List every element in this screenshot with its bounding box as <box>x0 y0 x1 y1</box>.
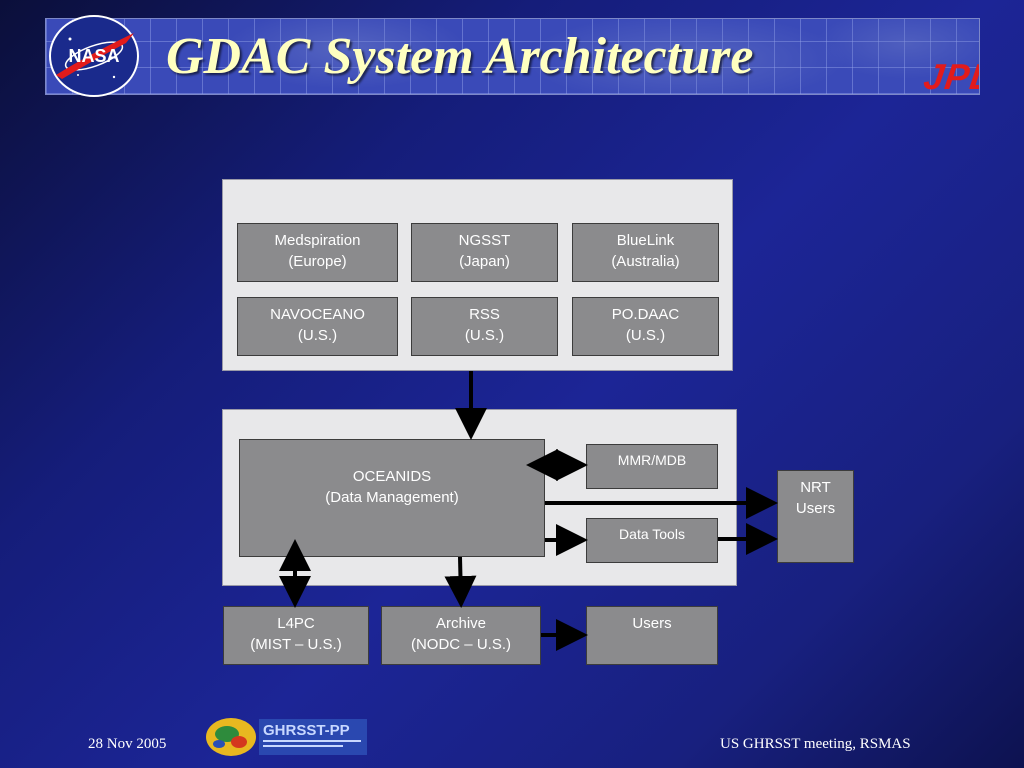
users-label: Users <box>632 615 672 632</box>
archive-subtitle: (NODC – U.S.) <box>410 636 511 653</box>
l4pc-subtitle: (MIST – U.S.) <box>250 636 342 653</box>
nasa-logo-text: NASA <box>68 46 119 66</box>
nrt-users-line1: NRT <box>800 479 831 496</box>
ghrsst-logo-text: GHRSST-PP <box>263 722 350 739</box>
l4pc-title: L4PC <box>277 615 315 632</box>
source-bluelink-name: BlueLink <box>616 232 675 249</box>
source-ngsst-name: NGSST <box>458 232 511 249</box>
oceanids-title: OCEANIDS <box>352 468 432 485</box>
nasa-logo-icon: NASA <box>49 15 139 97</box>
nrt-users-line2: Users <box>795 500 836 517</box>
oceanids-box: OCEANIDS (Data Management) <box>239 439 545 557</box>
source-ngsst: NGSST (Japan) <box>411 223 558 282</box>
source-medspiration-name: Medspiration <box>274 232 361 249</box>
source-bluelink-region: (Australia) <box>611 253 680 270</box>
users-box: Users <box>586 606 718 665</box>
footer-event: US GHRSST meeting, RSMAS <box>720 736 911 752</box>
source-rss: RSS (U.S.) <box>411 297 558 356</box>
source-podaac-name: PO.DAAC <box>611 306 680 323</box>
source-podaac: PO.DAAC (U.S.) <box>572 297 719 356</box>
jpl-logo: JPL <box>921 56 980 95</box>
oceanids-subtitle: (Data Management) <box>325 489 459 506</box>
slide-title: GDAC System Architecture <box>166 28 754 85</box>
source-rss-region: (U.S.) <box>464 327 505 344</box>
source-ngsst-region: (Japan) <box>459 253 510 270</box>
data-tools-box: Data Tools <box>586 518 718 563</box>
source-medspiration: Medspiration (Europe) <box>237 223 398 282</box>
source-rss-name: RSS <box>469 306 500 323</box>
ghrsst-logo-icon: GHRSST-PP <box>206 718 367 756</box>
mmr-mdb-box: MMR/MDB <box>586 444 718 489</box>
footer-date: 28 Nov 2005 <box>88 736 167 752</box>
source-navoceano: NAVOCEANO (U.S.) <box>237 297 398 356</box>
source-podaac-region: (U.S.) <box>625 327 666 344</box>
l4pc-box: L4PC (MIST – U.S.) <box>223 606 369 665</box>
archive-title: Archive <box>435 615 487 632</box>
world-map-background <box>46 19 979 94</box>
nrt-users-box: NRT Users <box>777 470 854 563</box>
source-bluelink: BlueLink (Australia) <box>572 223 719 282</box>
source-medspiration-region: (Europe) <box>288 253 347 270</box>
mmr-mdb-label: MMR/MDB <box>617 452 687 468</box>
data-tools-label: Data Tools <box>619 526 685 542</box>
source-navoceano-region: (U.S.) <box>297 327 338 344</box>
archive-box: Archive (NODC – U.S.) <box>381 606 541 665</box>
title-banner: GDAC System Architecture JPL <box>45 18 980 95</box>
source-navoceano-name: NAVOCEANO <box>270 306 365 323</box>
